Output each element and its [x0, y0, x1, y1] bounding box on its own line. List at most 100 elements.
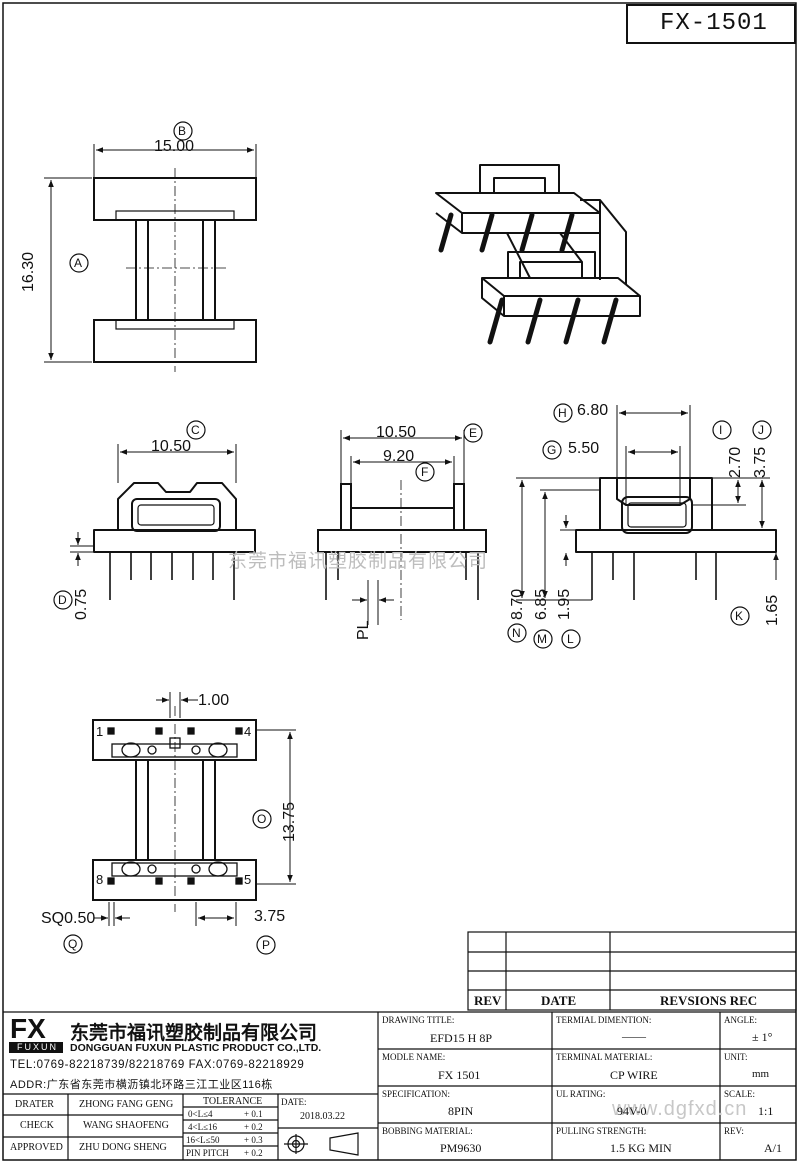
drawing-title-label: DRAWING TITLE: — [382, 1015, 455, 1025]
tolerance-range-3: 16<L≤50 — [186, 1135, 220, 1145]
side-view — [317, 480, 487, 620]
company-addr: ADDR:广东省东莞市横沥镇北环路三江工业区116栋 — [10, 1079, 273, 1091]
dim-f: 9.20 — [383, 448, 415, 465]
logo-sub-bar — [9, 1042, 63, 1053]
ul-label: UL RATING: — [556, 1089, 606, 1099]
tolerance-val-4: + 0.2 — [244, 1148, 263, 1158]
tolerance-val-1: + 0.1 — [244, 1109, 263, 1119]
rev-value: A/1 — [764, 1141, 782, 1155]
date-value: 2018.03.22 — [300, 1111, 345, 1122]
callout-d: D — [58, 593, 67, 607]
front-view-dimensions — [70, 444, 237, 566]
callout-f: F — [421, 465, 429, 479]
side-view-dimensions — [340, 430, 465, 625]
callout-j: J — [758, 423, 764, 437]
dim-k: 1.65 — [764, 594, 781, 626]
part-number: FX-1501 — [660, 10, 768, 37]
front-view — [93, 482, 256, 600]
callout-g: G — [547, 443, 557, 457]
part-number-box — [626, 4, 796, 44]
dim-j: 3.75 — [752, 446, 769, 478]
terminal-material-label: TERMINAL MATERIAL: — [556, 1052, 653, 1062]
title-block-grid — [3, 1011, 796, 1160]
bobbin-material-label: BOBBING MATERIAL: — [382, 1126, 473, 1136]
callout-e: E — [469, 426, 478, 440]
dim-g: 5.50 — [568, 440, 600, 457]
dim-h: 6.80 — [577, 402, 609, 419]
drater-label: DRATER — [15, 1099, 54, 1110]
angle-value: ± 1° — [752, 1030, 773, 1044]
terminal-dimention-label: TERMIAL DIMENTION: — [556, 1015, 652, 1025]
callout-circles — [53, 121, 772, 955]
company-logo: FX — [10, 1013, 46, 1044]
rev-label: REV: — [724, 1126, 744, 1136]
dim-q: SQ0.50 — [41, 910, 96, 927]
company-tel: TEL:0769-82218739/82218769 FAX:0769-8221… — [10, 1059, 305, 1071]
right-view — [575, 477, 777, 600]
callout-n: N — [512, 626, 521, 640]
revision-table-grid — [467, 931, 797, 1011]
approved-label: APPROVED — [10, 1142, 63, 1153]
terminal-dimention-value: —— — [622, 1029, 646, 1043]
tolerance-range-1: 0<L≤4 — [188, 1109, 213, 1119]
pin-5-label: 5 — [244, 872, 252, 887]
callout-m: M — [537, 632, 547, 646]
callout-l: L — [567, 632, 574, 646]
dim-c: 10.50 — [151, 438, 192, 455]
spec-value: 8PIN — [448, 1104, 474, 1118]
rev-col-header: REV — [474, 993, 502, 1008]
dim-p: 3.75 — [254, 908, 286, 925]
unit-value: mm — [752, 1068, 770, 1080]
right-view-dimensions — [516, 405, 779, 601]
bottom-view-dimensions — [94, 692, 296, 926]
dim-m: 6.85 — [533, 588, 550, 620]
date-col-header: DATE — [541, 993, 577, 1008]
callout-i: I — [719, 423, 723, 437]
terminal-material-value: CP WIRE — [610, 1068, 658, 1082]
model-label: MODLE NAME: — [382, 1052, 446, 1062]
dim-n: 8.70 — [509, 588, 526, 620]
scale-label: SCALE: — [724, 1089, 756, 1099]
date-label: DATE: — [281, 1097, 307, 1107]
dim-top-pitch: 1.00 — [198, 692, 230, 709]
dim-pl: PL — [355, 620, 372, 640]
pin-8-label: 8 — [96, 872, 104, 887]
callout-q: Q — [68, 937, 78, 951]
pin-4-label: 4 — [244, 724, 252, 739]
isometric-view — [435, 164, 641, 345]
dim-a: 16.30 — [20, 251, 37, 292]
callout-k: K — [735, 609, 744, 623]
callout-o: O — [257, 812, 267, 826]
watermark-text: 东莞市福讯塑胶制品有限公司 — [228, 551, 489, 572]
tolerance-title: TOLERANCE — [203, 1096, 263, 1107]
drater-name: ZHONG FANG GENG — [79, 1099, 174, 1110]
angle-label: ANGLE: — [724, 1015, 757, 1025]
check-label: CHECK — [20, 1120, 54, 1131]
unit-label: UNIT: — [724, 1052, 748, 1062]
company-name-cn: 东莞市福讯塑胶制品有限公司 — [70, 1023, 318, 1044]
projection-symbol — [284, 1132, 359, 1156]
dim-d: 0.75 — [73, 588, 90, 620]
bobbin-material-value: PM9630 — [440, 1141, 482, 1155]
pulling-strength-value: 1.5 KG MIN — [610, 1141, 672, 1155]
callout-h: H — [558, 406, 567, 420]
callout-b: B — [178, 124, 187, 138]
callout-a: A — [74, 256, 83, 270]
top-view — [93, 168, 257, 372]
model-value: FX 1501 — [438, 1068, 481, 1082]
top-view-dimensions — [44, 144, 257, 363]
bottom-view — [92, 706, 257, 912]
ul-value: 94V-0 — [617, 1104, 647, 1118]
drawing-title-value: EFD15 H 8P — [430, 1031, 493, 1045]
revisions-col-header: REVSIONS REC — [660, 993, 758, 1008]
dim-b: 15.00 — [154, 138, 195, 155]
company-name-en: DONGGUAN FUXUN PLASTIC PRODUCT CO.,LTD. — [70, 1042, 322, 1054]
tolerance-val-2: + 0.2 — [244, 1122, 263, 1132]
dim-e: 10.50 — [376, 424, 417, 441]
pulling-strength-label: PULLING STRENGTH: — [556, 1126, 647, 1136]
tolerance-range-4: PIN PITCH — [186, 1148, 229, 1158]
spec-label: SPECIFICATION: — [382, 1089, 451, 1099]
check-name: WANG SHAOFENG — [83, 1120, 169, 1131]
